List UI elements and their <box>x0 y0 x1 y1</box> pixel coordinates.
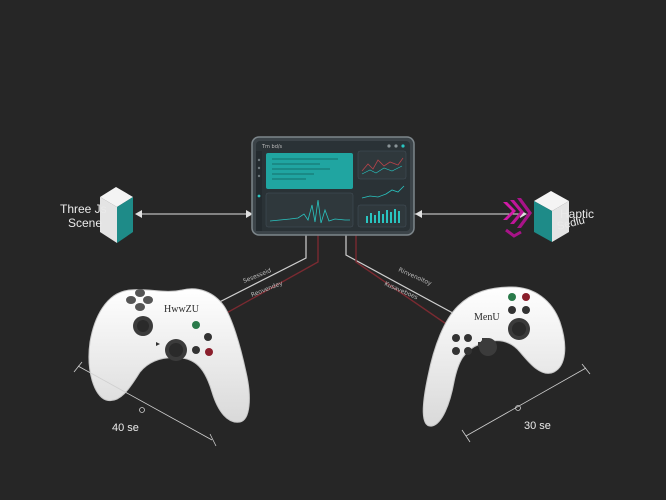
right-left-buttons <box>452 334 472 355</box>
card-text-lines <box>272 158 338 180</box>
right-dimension-line <box>461 363 591 443</box>
haptic-cube <box>534 191 569 242</box>
left-dimension-line <box>73 361 217 447</box>
right-top-face-buttons <box>508 293 530 314</box>
panel-title: Tm bd/s <box>261 144 283 150</box>
wire-label-right-a: Rinvenoitoy <box>397 266 433 287</box>
mini-trend-panel <box>358 182 406 202</box>
sidebar-icon-3 <box>257 174 261 178</box>
teal-line-series <box>361 165 403 175</box>
sidebar-icon-2 <box>257 166 261 170</box>
scene-label-line1: Three Js <box>60 202 107 216</box>
threejs-scene-cube <box>100 187 133 243</box>
sidebar-icon-1 <box>257 158 261 162</box>
right-dimension-label: 30 se <box>524 420 551 432</box>
panel-to-controller-wires <box>187 233 463 331</box>
scene-label-line2: Scene <box>68 216 102 230</box>
window-dot-1 <box>387 144 391 148</box>
panel-sidebar <box>256 151 262 231</box>
haptic-label-line1: Haptic <box>560 207 594 221</box>
mini-bars <box>366 209 400 223</box>
waveform-line <box>269 199 350 224</box>
right-controller-label: MenU <box>474 312 500 323</box>
left-controller-label: HwwZU <box>164 304 200 315</box>
left-small-button <box>156 342 160 346</box>
left-gamepad <box>88 288 250 423</box>
wire-label-right-b: Kusaveboes <box>383 280 419 301</box>
red-line-series <box>361 157 404 172</box>
mini-line-chart-panel <box>357 150 407 180</box>
teal-info-card <box>266 153 353 189</box>
window-dot-2 <box>394 144 398 148</box>
right-gamepad <box>422 286 566 427</box>
trend-line <box>361 185 405 199</box>
window-dot-3 <box>401 144 405 148</box>
haptic-wave-chevrons-icon <box>503 198 532 238</box>
left-dpad-cluster <box>126 289 153 311</box>
sidebar-icon-4 <box>257 194 261 198</box>
waveform-panel <box>265 192 354 228</box>
wire-label-left-b: Reovendey <box>250 280 284 299</box>
dashboard-device: Tm bd/s <box>251 136 415 236</box>
right-analog-stick-2 <box>479 338 497 356</box>
left-dimension-label: 40 se <box>112 422 139 434</box>
left-face-buttons <box>192 321 213 356</box>
